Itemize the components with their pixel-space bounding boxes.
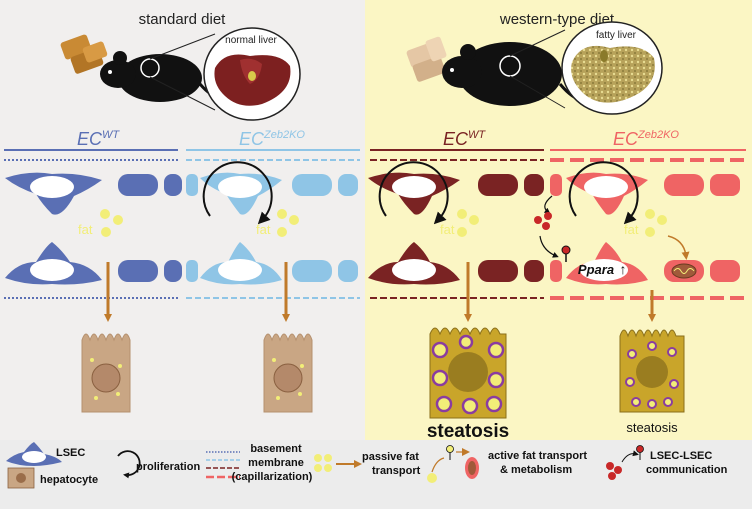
legend-lsec-label: LSEC: [56, 447, 85, 459]
column-header-ec-wt-western: ECWT: [443, 129, 486, 149]
receptor-ec-ko-western: [561, 245, 571, 262]
legend-proliferation-icon: [117, 450, 141, 479]
active-transport-arrow-ec-ko-western: [667, 235, 690, 260]
legend-lsec-icon: [6, 442, 62, 466]
legend-passive-line2: transport: [372, 465, 421, 477]
fat-label-ec-wt-western: fat: [440, 222, 455, 237]
lsec-ec-ko-standard-bottom: [186, 242, 358, 285]
food-pellets-western-icon: [406, 36, 447, 82]
steatosis-label-ec-wt-western: steatosis: [427, 421, 509, 442]
fat-droplets-ec-ko-standard: [277, 209, 299, 237]
fat-droplets-ec-ko-western: [645, 209, 667, 237]
normal-liver-icon: [203, 27, 301, 121]
lsec-ec-ko-standard-top: [186, 172, 358, 215]
fat-droplets-ec-wt-western: [457, 209, 479, 237]
standard-diet-title: standard diet: [139, 11, 227, 28]
proliferation-ec-ko-standard-icon: [202, 161, 273, 225]
lsec-ec-ko-western-top: [550, 172, 740, 215]
hepatocyte-ec-ko-standard: [263, 333, 313, 413]
legend-proliferation-label: proliferation: [136, 461, 200, 473]
fatty-liver-icon: [561, 21, 663, 115]
lsec-ec-wt-standard-bottom: [5, 242, 182, 285]
lsec-ec-wt-western-bottom: [368, 242, 544, 285]
column-header-ec-ko-standard: ECZeb2KO: [239, 129, 305, 149]
western-diet-title: western-type diet: [499, 11, 615, 28]
legend-active-transport-icon: [427, 445, 479, 483]
ppara-up-arrow: ↑: [620, 261, 627, 277]
legend-active-line1: active fat transport: [488, 450, 587, 462]
legend-lsec-communication-icon: [606, 445, 644, 480]
fatty-liver-label: fatty liver: [596, 30, 637, 41]
mitochondrion-ec-ko-western-icon: [671, 263, 697, 279]
column-header-ec-wt-standard: ECWT: [77, 129, 120, 149]
food-pellets-standard-icon: [60, 34, 108, 74]
hepatocyte-ec-wt-standard: [81, 333, 131, 413]
lsec-communication-ec-ko-western: [534, 195, 559, 258]
proliferation-ec-wt-western-icon: [378, 161, 449, 225]
fat-droplets-ec-wt-standard: [100, 209, 123, 237]
legend-hepatocyte-icon: [7, 467, 35, 489]
hepatocyte-ec-wt-western: [429, 327, 507, 419]
proliferation-ec-ko-western-icon: [568, 161, 639, 225]
normal-liver-label: normal liver: [225, 35, 277, 46]
legend-hepatocyte-label: hepatocyte: [40, 474, 98, 486]
legend-basement-membrane-icon: [206, 451, 240, 479]
hepatocyte-ec-ko-western: [619, 329, 685, 413]
legend-basement-line1: basement: [250, 443, 302, 455]
legend-lsec-comm-line2: communication: [646, 464, 728, 476]
legend-basement-line2: membrane: [248, 457, 304, 469]
ppara-label: Ppara: [578, 262, 614, 277]
fat-label-ec-ko-western: fat: [624, 222, 639, 237]
legend-basement-line3: (capillarization): [232, 471, 313, 483]
column-header-ec-ko-western: ECZeb2KO: [613, 129, 679, 149]
fat-label-ec-ko-standard: fat: [256, 222, 271, 237]
fat-label-ec-wt-standard: fat: [78, 222, 93, 237]
legend-active-line2: & metabolism: [500, 464, 572, 476]
steatosis-label-ec-ko-western: steatosis: [626, 420, 678, 435]
legend-passive-line1: passive fat: [362, 451, 419, 463]
lsec-ec-wt-standard-top: [5, 172, 182, 215]
legend-lsec-comm-line1: LSEC-LSEC: [650, 450, 712, 462]
legend-fat-droplets-icon: [314, 454, 332, 472]
lsec-ec-wt-western-top: [368, 172, 544, 215]
